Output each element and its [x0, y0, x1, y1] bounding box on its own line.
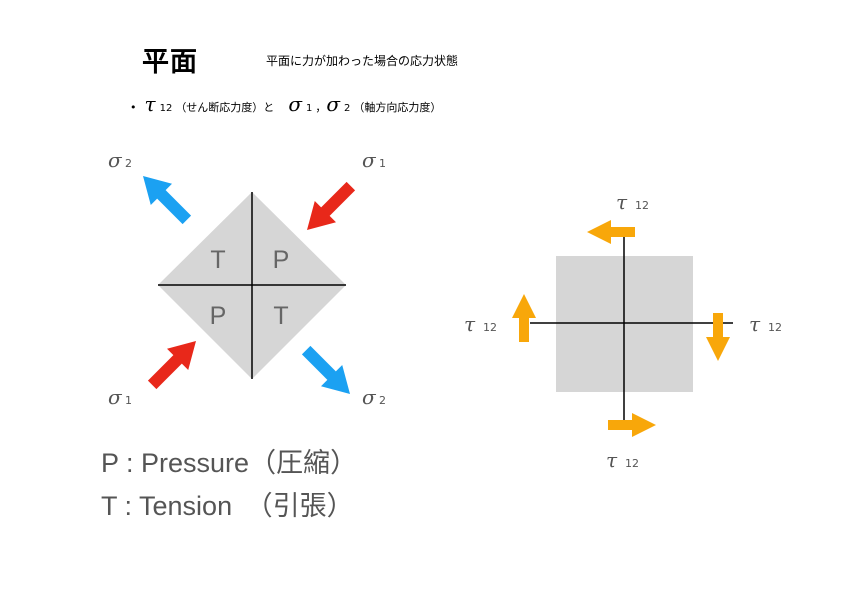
svg-text:σ: σ [108, 148, 123, 172]
svg-text:2: 2 [125, 157, 132, 170]
svg-text:12: 12 [483, 321, 497, 334]
tau-left-label: τ 12 [464, 312, 497, 336]
legend-tension: T : Tension （引張） [101, 491, 354, 521]
tau-right-label: τ 12 [749, 312, 782, 336]
sigma1-top-label: σ 1 [362, 148, 386, 172]
svg-text:1: 1 [125, 394, 132, 407]
svg-text:1: 1 [379, 157, 386, 170]
svg-text:σ: σ [362, 385, 377, 409]
tau-arrow-right [706, 313, 730, 361]
tau-arrow-left [512, 294, 536, 342]
sigma1-arrow-top [296, 175, 362, 241]
quadrant-bottom-left: P [210, 302, 227, 330]
tau-bottom-label: τ 12 [606, 448, 639, 472]
svg-text:12: 12 [625, 457, 639, 470]
quadrant-bottom-right: T [273, 302, 288, 330]
shear-stress-text: （せん断応力度）と [175, 101, 275, 114]
svg-text:2: 2 [379, 394, 386, 407]
sigma2-arrow-top [132, 165, 198, 231]
tau-top-label: τ 12 [616, 190, 649, 214]
quadrant-top-right: P [273, 246, 290, 274]
right-stress-element [530, 234, 733, 430]
sigma2-subscript: 2 [344, 103, 351, 114]
legend-pressure: P : Pressure（圧縮） [101, 448, 358, 478]
sigma2-top-label: σ 2 [108, 148, 132, 172]
sigma1-subscript: 1 [305, 103, 313, 114]
bullet-marker: • [130, 101, 137, 114]
comma-text: ， [315, 101, 327, 114]
svg-text:τ: τ [464, 312, 476, 336]
tau-subscript: 12 [159, 103, 173, 114]
svg-text:12: 12 [768, 321, 782, 334]
page-subtitle: 平面に力が加わった場合の応力状態 [266, 54, 459, 68]
sigma2-bottom-label: σ 2 [362, 385, 386, 409]
svg-text:σ: σ [108, 385, 123, 409]
svg-text:12: 12 [635, 199, 649, 212]
page-title: 平面 [142, 47, 198, 78]
sigma2-arrow-bottom [295, 339, 361, 405]
quadrant-top-left: T [210, 246, 225, 274]
sigma1-symbol: σ [288, 92, 302, 116]
sigma2-symbol: σ [326, 92, 340, 116]
svg-text:τ: τ [616, 190, 628, 214]
tau-arrow-top [587, 220, 635, 244]
svg-text:τ: τ [749, 312, 761, 336]
sigma1-arrow-bottom [141, 330, 207, 396]
svg-text:σ: σ [362, 148, 377, 172]
tau-symbol: τ [144, 92, 156, 116]
sigma1-bottom-label: σ 1 [108, 385, 132, 409]
left-stress-element: T P P T [158, 192, 346, 379]
axial-stress-text: （軸方向応力度） [353, 101, 442, 114]
bullet-line: • τ 12 （せん断応力度）と σ 1 ， σ 2 （軸方向応力度） [130, 92, 441, 116]
tau-arrow-bottom [608, 413, 656, 437]
svg-text:τ: τ [606, 448, 618, 472]
